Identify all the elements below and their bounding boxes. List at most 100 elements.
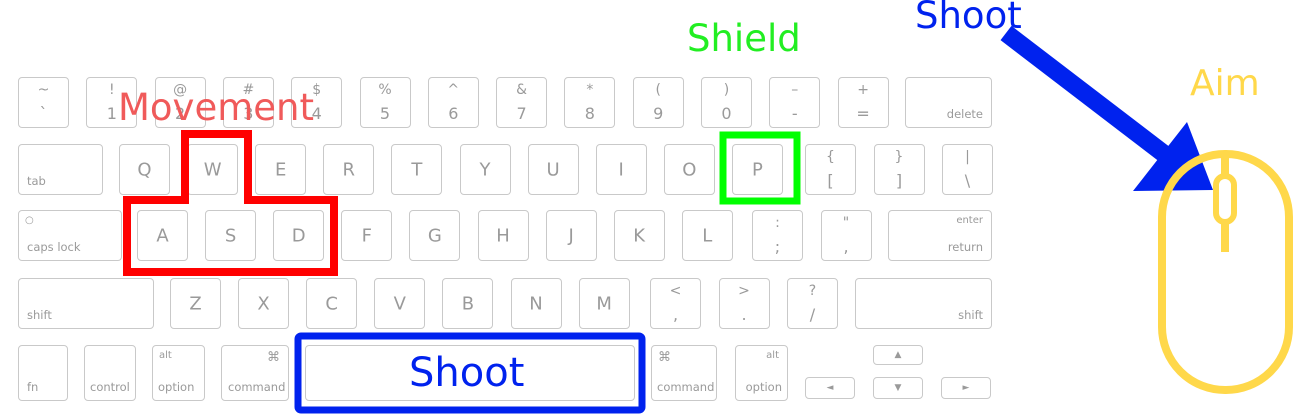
key-w-label: W xyxy=(203,159,222,180)
key-bracket-0-label: [ xyxy=(827,171,834,190)
aim-label: Aim xyxy=(1190,63,1260,104)
key-y: Y xyxy=(459,144,511,195)
key-number-2-label: 2 xyxy=(175,104,186,123)
key-lower-punct-2: ?/ xyxy=(787,278,838,329)
key-alt-left-label: alt xyxy=(159,350,172,361)
key-alt-right-label: alt xyxy=(766,350,779,361)
key-fn-label: fn xyxy=(27,380,39,394)
key-number-5: %5 xyxy=(359,77,411,128)
caps-lock-indicator-icon: ○ xyxy=(25,215,34,226)
key-delete: delete xyxy=(905,77,992,128)
key-c: C xyxy=(306,278,358,329)
key-c-label: C xyxy=(325,293,338,314)
command-left-icon: ⌘ xyxy=(267,350,280,365)
shield-highlight xyxy=(719,131,801,205)
key-number-10-shift-label: ) xyxy=(723,82,730,98)
key-number-5-shift-label: % xyxy=(378,82,392,98)
key-f: F xyxy=(341,210,393,261)
movement-highlight xyxy=(123,130,338,276)
key-f-label: F xyxy=(361,225,372,246)
key-k-label: K xyxy=(633,225,646,246)
key-lower-punct-1-label: . xyxy=(741,305,747,324)
key-punct-0-shift-label: : xyxy=(775,215,780,231)
key-number-11-label: - xyxy=(791,104,798,123)
key-shift-right: shift xyxy=(855,278,992,329)
key-command-right-label: command xyxy=(657,380,715,394)
key-m: M xyxy=(578,278,630,329)
arrow-up-icon: ▲ xyxy=(894,350,902,360)
key-number-12-label: = xyxy=(856,104,870,123)
key-bracket-1: }] xyxy=(873,144,925,195)
shoot-arrow-shaft xyxy=(1000,25,1178,168)
key-punct-1-label: , xyxy=(843,237,849,256)
key-enter-label: enter xyxy=(956,215,983,226)
key-x: X xyxy=(238,278,290,329)
key-d: D xyxy=(273,210,325,261)
key-number-0: ~` xyxy=(18,77,69,128)
key-number-9-label: 9 xyxy=(653,104,664,123)
key-p: P xyxy=(731,144,783,195)
key-r: R xyxy=(323,144,375,195)
key-q-label: Q xyxy=(137,159,152,180)
key-caps-lock: ○ caps lock xyxy=(18,210,122,261)
key-number-10: )0 xyxy=(701,77,752,128)
key-a: A xyxy=(137,210,188,261)
key-punct-0-label: ; xyxy=(774,237,781,256)
key-lower-punct-1-shift-label: > xyxy=(738,283,750,299)
shoot-arrow-head xyxy=(1133,122,1213,191)
key-option-right: alt option xyxy=(735,345,788,401)
key-lower-punct-2-shift-label: ? xyxy=(808,283,817,299)
key-number-2: @2 xyxy=(154,77,206,128)
key-k: K xyxy=(613,210,665,261)
key-number-7: &7 xyxy=(496,77,548,128)
shoot-space-label: Shoot xyxy=(409,350,525,396)
key-control: control xyxy=(84,345,136,401)
key-n: N xyxy=(510,278,562,329)
key-number-12-shift-label: + xyxy=(857,82,869,98)
key-number-1: !1 xyxy=(86,77,138,128)
key-number-3-label: 3 xyxy=(243,104,254,123)
key-number-10-label: 0 xyxy=(721,104,732,123)
key-bracket-0: {[ xyxy=(805,144,856,195)
key-arrow-up: ▲ xyxy=(873,345,923,365)
movement-label: Movement xyxy=(118,86,314,129)
key-number-0-shift-label: ~ xyxy=(37,82,50,98)
key-r-label: R xyxy=(342,159,356,180)
key-control-label: control xyxy=(90,380,130,394)
key-w: W xyxy=(187,144,239,195)
key-caps-lock-label: caps lock xyxy=(27,240,81,254)
key-number-8-label: 8 xyxy=(584,104,595,123)
key-i-label: I xyxy=(618,159,624,180)
key-lower-punct-1: >. xyxy=(718,278,770,329)
shoot-highlight xyxy=(294,332,646,414)
arrow-down-icon: ▼ xyxy=(894,383,902,393)
key-number-4-shift-label: $ xyxy=(312,82,322,98)
key-h-label: H xyxy=(496,225,510,246)
key-bracket-2-label: \ xyxy=(964,171,971,190)
key-i: I xyxy=(595,144,647,195)
key-number-11-shift-label: – xyxy=(791,82,799,98)
key-arrow-left: ◄ xyxy=(805,377,855,399)
key-arrow-right: ► xyxy=(941,377,991,399)
key-s-label: S xyxy=(224,225,237,246)
key-g: G xyxy=(409,210,461,261)
key-punct-1-shift-label: " xyxy=(842,215,850,231)
key-tab-label: tab xyxy=(27,174,46,188)
key-number-4-label: 4 xyxy=(311,104,322,123)
key-number-7-label: 7 xyxy=(516,104,527,123)
key-return: enter return xyxy=(888,210,992,261)
key-command-right: ⌘ command xyxy=(651,345,717,401)
key-lower-punct-0: <, xyxy=(650,278,701,329)
key-number-4: $4 xyxy=(291,77,343,128)
key-v-label: V xyxy=(393,293,406,314)
key-arrow-down: ▼ xyxy=(873,377,923,399)
key-number-6: ^6 xyxy=(427,77,479,128)
key-lower-punct-0-label: , xyxy=(672,305,679,324)
key-number-0-label: ` xyxy=(39,104,48,123)
key-return-label: return xyxy=(947,240,983,254)
key-x-label: X xyxy=(257,293,270,314)
key-shift-right-label: shift xyxy=(958,308,983,322)
key-b: B xyxy=(442,278,494,329)
key-option-right-label: option xyxy=(745,380,782,394)
key-n-label: N xyxy=(529,293,543,314)
